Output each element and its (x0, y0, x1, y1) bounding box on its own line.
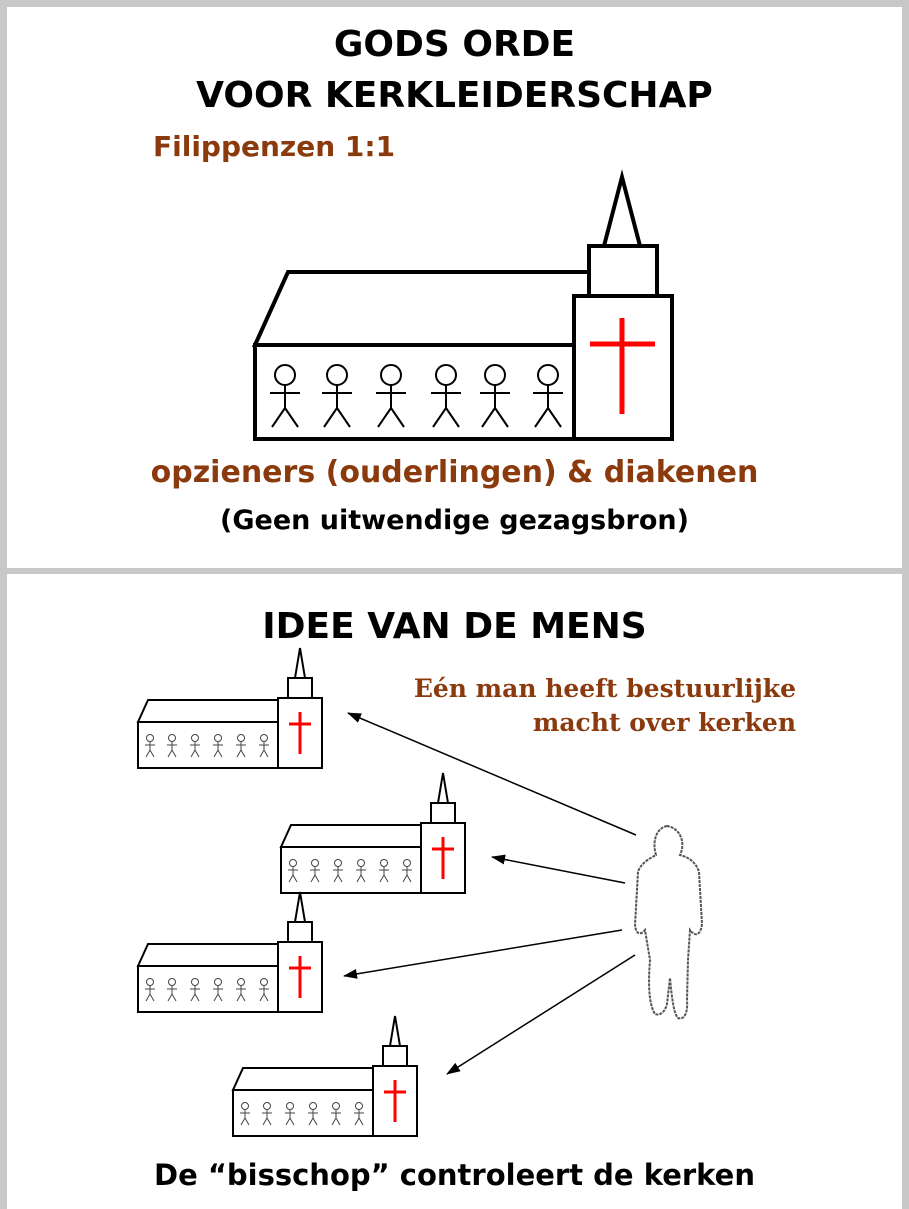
arrow-icon (347, 712, 637, 836)
church-icon (281, 773, 465, 893)
note-line-1: Eén man heeft bestuurlijke (413, 674, 796, 703)
no-external-authority-caption: (Geen uitwendige gezagsbron) (220, 505, 689, 536)
bishop-caption: De “bisschop” controleert de kerken (154, 1158, 755, 1192)
bottom-title: IDEE VAN DE MENS (262, 606, 647, 647)
cross-icon (590, 318, 655, 414)
note-line-2: macht over kerken (532, 708, 796, 737)
church-icon (233, 1016, 417, 1136)
title-line-2: VOOR KERKLEIDERSCHAP (196, 75, 713, 116)
leadership-caption: opzieners (ouderlingen) & diakenen (150, 455, 759, 490)
arrow-icon (343, 929, 623, 979)
church-belfry (587, 244, 659, 298)
church-icon (251, 169, 674, 441)
man-silhouette-icon (633, 824, 704, 1020)
church-spire (601, 169, 643, 248)
scripture-reference: Filippenzen 1:1 (153, 130, 396, 163)
church-roof (251, 270, 591, 347)
church-nave (253, 343, 576, 441)
arrow-icon (446, 954, 636, 1075)
arrow-icon (491, 854, 626, 884)
church-icon (138, 648, 322, 768)
church-icon (138, 892, 322, 1012)
title-line-1: GODS ORDE (333, 24, 576, 65)
